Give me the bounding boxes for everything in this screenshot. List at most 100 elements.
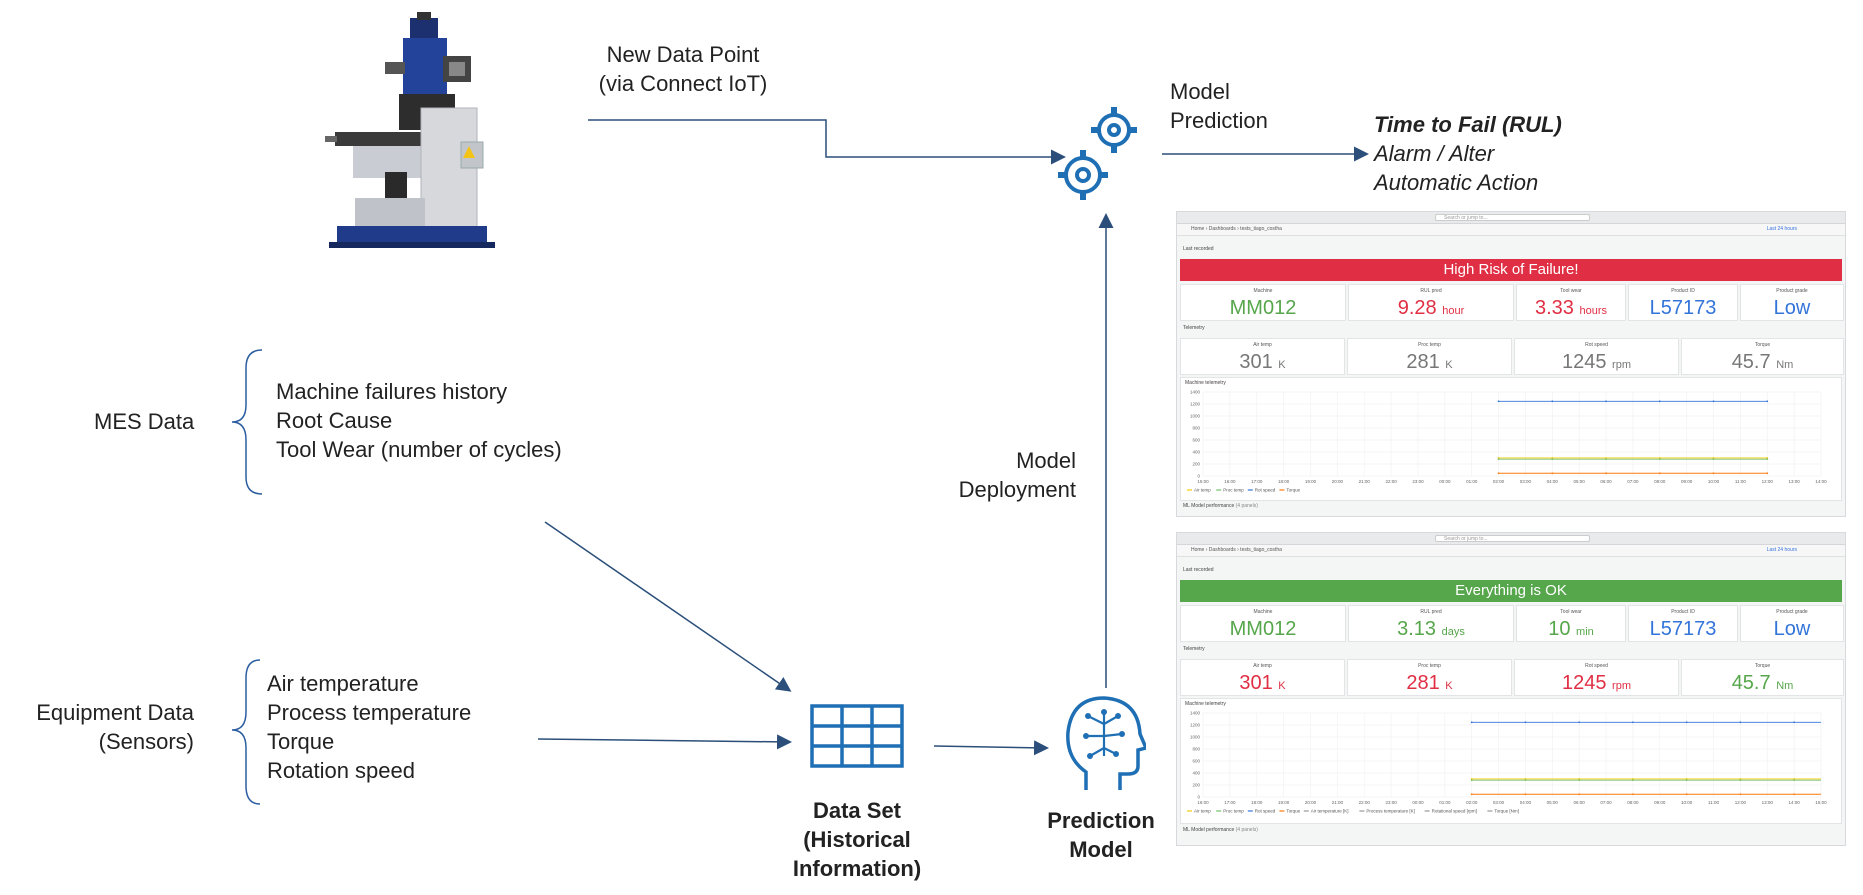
y-tick-label: 800 [1192, 747, 1200, 752]
x-tick-label: 06:00 [1574, 800, 1586, 805]
x-tick-label: 08:00 [1654, 479, 1666, 484]
chart-title: Machine telemetry [1185, 701, 1226, 707]
model-prediction-label: Model Prediction [1170, 79, 1268, 133]
status-banner: Everything is OK [1180, 580, 1842, 602]
dashboard-ok: Search or jump to... Home › Dashboards ›… [1176, 532, 1846, 846]
x-tick-label: 19:00 [1278, 800, 1290, 805]
series-point [1632, 793, 1634, 796]
dashboard-breadcrumb[interactable]: Home › Dashboards › tests_tiago_costha [1177, 545, 1845, 557]
series-point [1524, 793, 1527, 796]
panel-product-id: Product ID L57173 [1628, 284, 1738, 321]
y-tick-label: 1400 [1190, 711, 1201, 716]
series-point [1739, 793, 1742, 796]
series-point [1712, 458, 1715, 461]
x-tick-label: 01:00 [1439, 800, 1451, 805]
section-last-recorded[interactable]: Last recorded [1183, 246, 1214, 252]
telemetry-air-temp: Air temp 301 K [1180, 659, 1345, 696]
series-point [1658, 472, 1661, 475]
series-point [1470, 779, 1473, 782]
panel-machine: Machine MM012 [1180, 605, 1346, 642]
series-point [1658, 400, 1661, 403]
x-tick-label: 11:00 [1735, 479, 1746, 484]
series-point [1605, 400, 1607, 403]
time-range-picker[interactable]: Last 24 hours [1766, 547, 1797, 553]
x-tick-label: 23:00 [1385, 800, 1397, 805]
x-tick-label: 04:00 [1520, 800, 1532, 805]
legend-label: Proc temp [1223, 488, 1244, 493]
panel-tool-wear: Tool wear 10 min [1516, 605, 1626, 642]
series-point [1551, 400, 1554, 403]
mes-brace [231, 349, 263, 495]
x-tick-label: 16:00 [1224, 479, 1236, 484]
legend-label: Torque [1286, 809, 1300, 814]
y-tick-label: 200 [1192, 462, 1200, 467]
x-tick-label: 01:00 [1466, 479, 1478, 484]
x-tick-label: 19:00 [1305, 479, 1317, 484]
dashboard-breadcrumb[interactable]: Home › Dashboards › tests_tiago_costha [1177, 224, 1845, 236]
x-tick-label: 00:00 [1412, 800, 1424, 805]
time-range-picker[interactable]: Last 24 hours [1766, 226, 1797, 232]
series-point [1766, 458, 1769, 461]
series-point [1793, 721, 1796, 724]
ml-model-performance-row[interactable]: ML Model performance (4 panels) [1183, 827, 1258, 833]
y-tick-label: 1000 [1190, 414, 1201, 419]
x-tick-label: 07:00 [1627, 479, 1639, 484]
x-tick-label: 12:00 [1735, 800, 1747, 805]
series-point [1766, 400, 1769, 403]
x-tick-label: 03:00 [1520, 479, 1532, 484]
series-point [1551, 472, 1554, 475]
x-tick-label: 13:00 [1762, 800, 1774, 805]
telemetry-proc-temp: Proc temp 281 K [1347, 338, 1512, 375]
x-tick-label: 14:00 [1788, 800, 1800, 805]
x-tick-label: 05:00 [1547, 800, 1559, 805]
x-tick-label: 21:00 [1359, 479, 1371, 484]
series-point [1578, 793, 1581, 796]
panel-product-grade: Product grade Low [1740, 605, 1844, 642]
mes-items: Machine failures history Root Cause Tool… [276, 379, 562, 462]
y-tick-label: 1400 [1190, 390, 1201, 395]
y-tick-label: 0 [1197, 795, 1200, 800]
y-tick-label: 200 [1192, 783, 1200, 788]
panel-product-id: Product ID L57173 [1628, 605, 1738, 642]
x-tick-label: 04:00 [1547, 479, 1559, 484]
x-tick-label: 22:00 [1385, 479, 1397, 484]
y-tick-label: 1200 [1190, 402, 1201, 407]
x-tick-label: 00:00 [1439, 479, 1451, 484]
series-point [1497, 458, 1500, 461]
legend-label: Rot speed [1255, 488, 1276, 493]
x-tick-label: 07:00 [1600, 800, 1612, 805]
y-tick-label: 0 [1197, 474, 1200, 479]
section-telemetry[interactable]: Telemetry [1183, 325, 1205, 331]
series-point [1685, 793, 1688, 796]
y-tick-label: 1000 [1190, 735, 1201, 740]
panel-rul-pred: RUL pred 3.13 days [1348, 605, 1514, 642]
panel-rul-pred: RUL pred 9.28 hour [1348, 284, 1514, 321]
arrow-equipment-to-dataset [537, 734, 792, 750]
series-point [1605, 472, 1607, 475]
section-telemetry[interactable]: Telemetry [1183, 646, 1205, 652]
x-tick-label: 09:00 [1654, 800, 1666, 805]
ml-model-performance-row[interactable]: ML Model performance (4 panels) [1183, 503, 1258, 509]
x-tick-label: 02:00 [1493, 479, 1505, 484]
x-tick-label: 15:00 [1815, 800, 1827, 805]
x-tick-label: 20:00 [1332, 479, 1344, 484]
series-point [1739, 779, 1742, 782]
y-tick-label: 800 [1192, 426, 1200, 431]
action-outcome: Automatic Action [1374, 170, 1539, 195]
telemetry-rot-speed: Rot speed 1245 rpm [1514, 659, 1679, 696]
arrow-mes-to-dataset [544, 521, 792, 692]
milling-machine-image [325, 12, 495, 248]
x-tick-label: 15:00 [1197, 479, 1209, 484]
x-tick-label: 10:00 [1681, 800, 1693, 805]
x-tick-label: 17:00 [1251, 479, 1263, 484]
dashboard-high-risk: Search or jump to... Home › Dashboards ›… [1176, 211, 1846, 517]
legend-label: Air temp [1194, 809, 1211, 814]
dashboard-search-input[interactable]: Search or jump to... [1435, 214, 1590, 221]
telemetry-rot-speed: Rot speed 1245 rpm [1514, 338, 1679, 375]
series-point [1578, 721, 1581, 724]
dashboard-search-input[interactable]: Search or jump to... [1435, 535, 1590, 542]
series-point [1685, 721, 1688, 724]
section-last-recorded[interactable]: Last recorded [1183, 567, 1214, 573]
